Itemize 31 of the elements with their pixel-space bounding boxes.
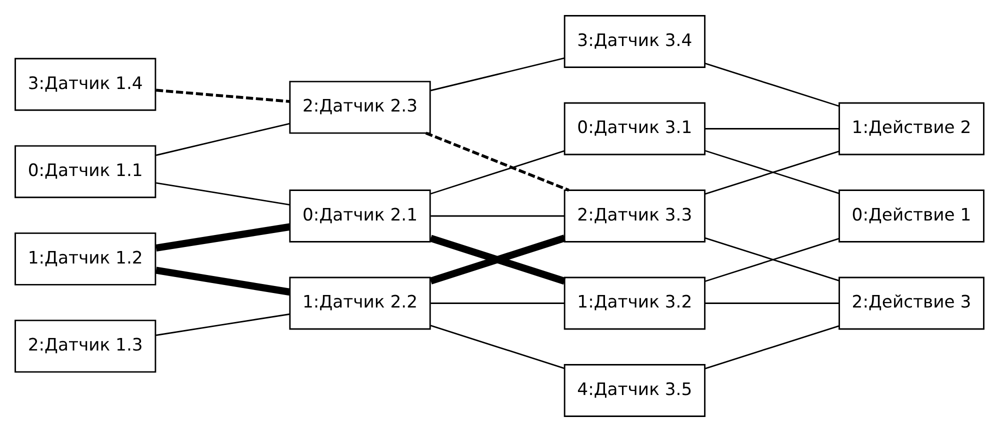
node-box: 2:Действие 3 (838, 276, 984, 330)
connector (155, 266, 290, 296)
node-box: 3:Датчик 3.4 (563, 15, 705, 68)
node-box: 1:Датчик 1.2 (14, 232, 156, 286)
connector (155, 313, 290, 336)
connector (155, 182, 290, 206)
node-box: 1:Датчик 2.2 (288, 276, 430, 330)
connector (155, 122, 290, 156)
connector (430, 150, 564, 194)
node-box: 0:Датчик 2.1 (288, 190, 430, 242)
node-box: 0:Датчик 3.1 (563, 102, 705, 156)
connector (155, 88, 290, 103)
node-box: 3:Датчик 1.4 (14, 58, 156, 111)
node-box: 1:Действие 2 (838, 102, 984, 156)
node-box: 2:Датчик 2.3 (288, 80, 430, 134)
connector (704, 325, 839, 370)
connector (155, 223, 290, 252)
connector (704, 128, 839, 130)
node-box: 0:Действие 1 (838, 190, 984, 242)
connector (430, 215, 564, 217)
node-box: 2:Датчик 3.3 (563, 190, 705, 242)
connector (430, 324, 564, 370)
connector (430, 57, 564, 92)
connector (704, 302, 839, 304)
connector (704, 62, 839, 107)
node-box: 0:Датчик 1.1 (14, 145, 156, 198)
node-box: 2:Датчик 1.3 (14, 320, 156, 373)
connector (424, 132, 569, 192)
node-box: 4:Датчик 3.5 (563, 364, 705, 417)
node-box: 1:Датчик 3.2 (563, 276, 705, 330)
connector (430, 302, 564, 304)
